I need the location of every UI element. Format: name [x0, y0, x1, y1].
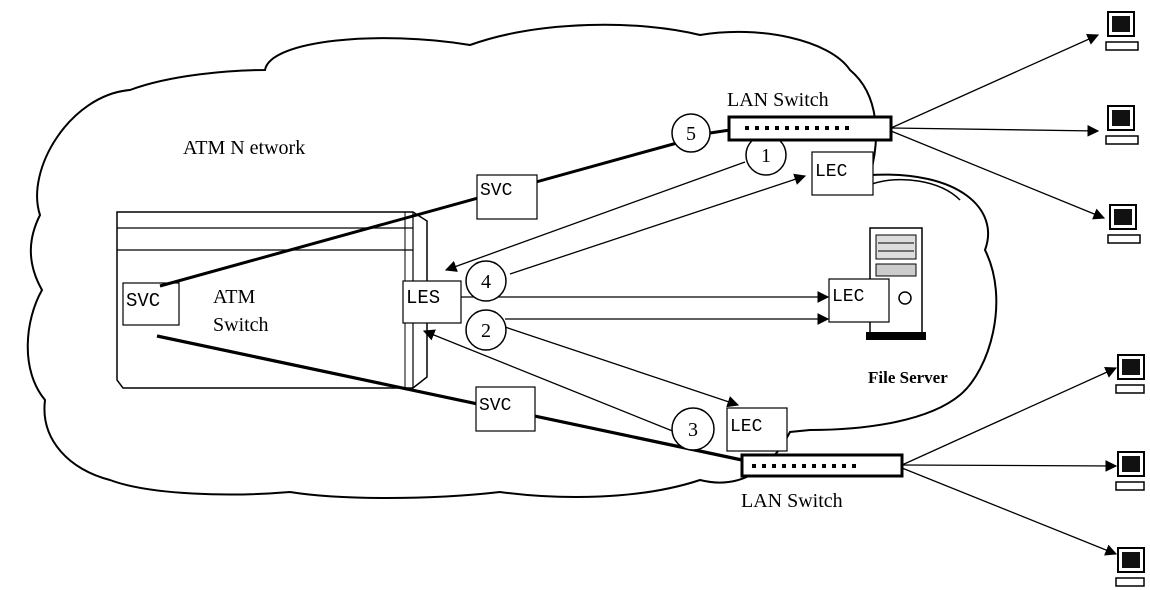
les-label: LES — [406, 287, 440, 309]
svg-text:3: 3 — [688, 419, 698, 441]
link-top-ws3 — [891, 131, 1104, 218]
workstation-icon — [1108, 205, 1140, 243]
svg-text:1: 1 — [761, 145, 771, 167]
lec-bottom-label: LEC — [730, 417, 763, 437]
lan-switch-bottom-label: LAN Switch — [741, 490, 843, 512]
workstation-icon — [1116, 355, 1144, 393]
file-server-label: File Server — [868, 368, 948, 387]
lec-top-label: LEC — [815, 162, 848, 182]
svc-top-label: SVC — [480, 181, 513, 201]
atm-switch-label-line2: Switch — [213, 314, 269, 336]
step-4: 4 — [466, 261, 506, 301]
arrow-4-to-lec-top — [510, 176, 805, 274]
svc-bottom-label: SVC — [479, 396, 512, 416]
link-top-ws2 — [891, 128, 1098, 131]
workstation-icon — [1106, 106, 1138, 144]
svg-text:5: 5 — [686, 123, 696, 145]
svc-link-top-end — [710, 130, 730, 133]
workstation-icon — [1116, 548, 1144, 586]
atm-network-label: ATM N etwork — [183, 137, 305, 159]
svg-text:2: 2 — [481, 320, 491, 342]
link-top-ws1 — [891, 35, 1098, 128]
workstation-icon — [1116, 452, 1144, 490]
arrow-2-to-lec-bottom — [505, 327, 738, 405]
svc-switch-label: SVC — [126, 290, 160, 312]
lan-switch-top — [729, 117, 891, 140]
atm-switch-label-line1: ATM — [213, 286, 255, 308]
lan-segment-cloud — [872, 180, 960, 200]
step-3: 3 — [672, 408, 714, 450]
link-bottom-ws3 — [902, 468, 1116, 554]
lan-switch-top-label: LAN Switch — [727, 89, 829, 111]
link-bottom-ws2 — [902, 465, 1116, 466]
svg-text:4: 4 — [481, 271, 491, 293]
lan-switch-bottom — [742, 455, 902, 476]
lec-server-label: LEC — [832, 287, 865, 307]
svc-link-bottom — [157, 336, 742, 460]
step-2: 2 — [466, 310, 506, 350]
workstation-icon — [1106, 12, 1138, 50]
arrow-3-to-les — [424, 331, 675, 432]
step-5: 5 — [672, 114, 710, 152]
